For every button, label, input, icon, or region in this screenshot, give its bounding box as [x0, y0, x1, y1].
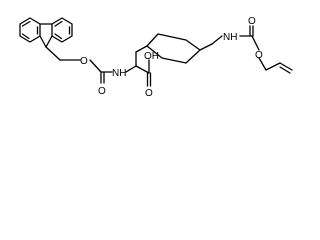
aromatic-double-bond	[54, 20, 63, 27]
fluorene-right-benzene	[51, 17, 73, 43]
atom-nh-alpha: NH	[112, 68, 126, 79]
cyclohexane-ring	[135, 33, 223, 64]
atom-o-acid-carbonyl: O	[145, 88, 153, 99]
allyl-double-bond-a	[279, 62, 293, 71]
fluorene-ring-bond	[45, 35, 53, 48]
aromatic-double-bond	[54, 33, 63, 40]
molecule-canvas: O O NH OH O NH O O	[0, 0, 298, 119]
aromatic-double-bond	[21, 33, 30, 40]
atom-oh-acid: OH	[144, 51, 159, 62]
o-allyl-ch2-bond	[258, 57, 267, 71]
n-calpha-bond	[125, 65, 137, 73]
ch2-nh-bond	[211, 35, 223, 45]
allyl-ch2-ch-bond	[265, 62, 281, 71]
atom-o-alloc-carbonyl: O	[248, 16, 256, 27]
cbeta-ring-bond	[135, 45, 148, 53]
atom-o-fmoc-ether: O	[80, 56, 88, 67]
amino-acid-backbone	[125, 51, 152, 87]
structure-drawing: O O NH OH O NH O O	[19, 16, 293, 99]
atom-o-fmoc-carbonyl: O	[98, 86, 106, 97]
alloc-carbamate	[239, 25, 293, 74]
allyl-double-bond-b	[279, 66, 291, 74]
carbonyl-o-bond	[251, 35, 260, 51]
ring-ch2-bond	[199, 43, 213, 51]
atom-nh-side: NH	[223, 32, 237, 43]
fluorene-ring-bond	[39, 35, 47, 48]
o-carbonyl-bond	[89, 59, 102, 73]
calpha-carboxyl-bond	[135, 65, 150, 74]
fluorene-ring-system	[19, 17, 73, 48]
fmoc-carbamate-linker	[45, 46, 113, 84]
aromatic-double-bond	[21, 20, 31, 27]
c9-ch2-bond	[45, 46, 61, 61]
atom-o-alloc-ether: O	[255, 50, 263, 61]
